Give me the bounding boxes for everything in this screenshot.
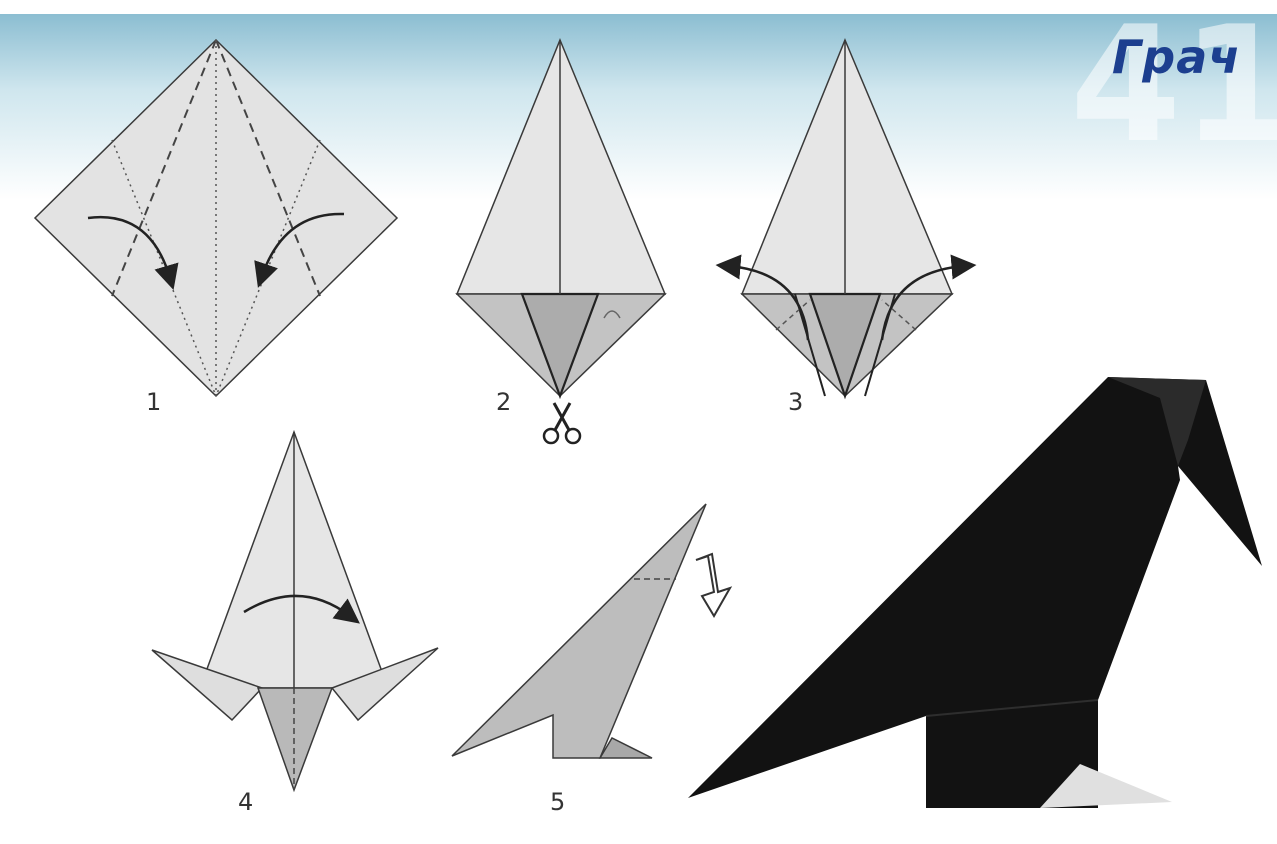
scissors-icon [542, 402, 582, 445]
step-1-diagram [33, 38, 399, 398]
fold-arrow-icon [254, 212, 345, 288]
fold-arrow-icon [243, 594, 360, 624]
page-number-watermark: 41 [1070, 0, 1277, 178]
fold-arrow-icon [880, 254, 977, 341]
step-2-diagram [455, 38, 667, 445]
step-5-diagram [451, 503, 733, 759]
step-number-2: 2 [496, 388, 512, 416]
step-3-diagram [715, 38, 977, 400]
step-4-diagram [151, 429, 439, 793]
step-number-1: 1 [146, 388, 162, 416]
fold-arrow-icon [87, 215, 179, 290]
step-number-5: 5 [550, 788, 566, 816]
finished-rook-illustration [688, 377, 1262, 808]
page-title: Грач [1112, 30, 1241, 84]
top-border [0, 0, 1277, 14]
hollow-down-arrow-icon [695, 552, 733, 618]
step-number-3: 3 [788, 388, 804, 416]
step-number-4: 4 [238, 788, 254, 816]
fold-arrow-icon [715, 254, 810, 341]
